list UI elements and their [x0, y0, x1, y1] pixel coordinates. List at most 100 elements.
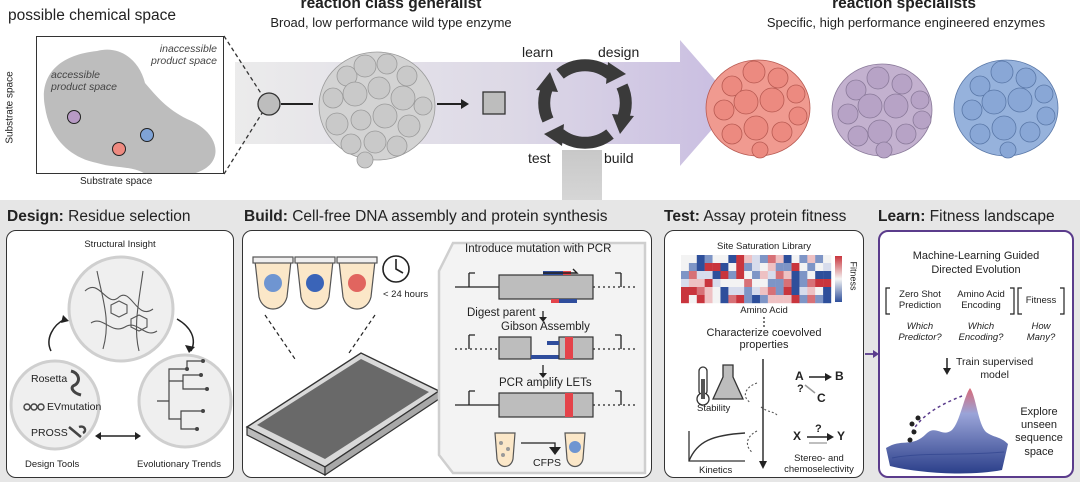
product-space-blob [43, 49, 216, 173]
heatmap-cell [736, 255, 745, 264]
heatmap-cell [752, 271, 761, 280]
heatmap-cell [744, 287, 753, 296]
specialists-subtitle: Specific, high performance engineered en… [766, 15, 1046, 30]
design-head-bold: Design: [7, 208, 64, 225]
heatmap-cell [759, 255, 769, 264]
learn-header: Learn: Fitness landscape [878, 208, 1055, 226]
heatmap-cell [728, 279, 737, 288]
zoom-lines [223, 35, 265, 175]
heatmap-cell [815, 255, 824, 264]
heatmap-cell [791, 287, 800, 296]
heatmap-cell [752, 263, 761, 272]
heatmap-cell [696, 287, 705, 296]
learn-head-bold: Learn: [878, 208, 926, 225]
specialists-title: reaction specialists [832, 0, 976, 12]
pcr-step3 [455, 334, 635, 360]
heatmap-cell [783, 295, 792, 304]
heatmap-cell [823, 295, 832, 304]
design-panel: Structural Insight [6, 230, 234, 478]
heatmap-cell [728, 295, 737, 304]
design-tools-label: Design Tools [25, 459, 80, 470]
design-header: Design: Residue selection [7, 208, 191, 226]
heatmap-cell [720, 279, 729, 288]
heatmap-cell [728, 263, 737, 272]
generalist-subtitle: Broad, low performance wild type enzyme [270, 15, 512, 30]
which-predictor-label: Which Predictor? [898, 321, 942, 343]
time-label: < 24 hours [383, 289, 429, 300]
fitness-landscape [886, 388, 1008, 474]
heatmap-cell [696, 263, 705, 272]
step5-label: CFPS [533, 457, 562, 469]
build-panel: < 24 hours Introduce mutation with PCR D… [242, 230, 652, 478]
heatmap-cell [696, 271, 705, 280]
heatmap-cell [759, 271, 769, 280]
heatmap-cell [767, 263, 776, 272]
fitness-label: Fitness [1025, 295, 1057, 306]
heatmap-cell [759, 295, 769, 304]
heatmap-cell [799, 295, 808, 304]
heatmap-cell [728, 271, 737, 280]
heatmap-cell [759, 287, 769, 296]
heatmap-cell [736, 271, 745, 280]
heatmap-cell [815, 263, 824, 272]
heatmap-cell [688, 271, 697, 280]
structural-insight-label: Structural Insight [84, 239, 156, 250]
heatmap-cell [775, 255, 784, 264]
heatmap-cell [681, 295, 690, 304]
a-label: A [795, 369, 804, 383]
test-panel: Site Saturation Library Fitness Amino Ac… [664, 230, 864, 478]
dbtl-cycle-icon [536, 59, 634, 149]
heatmap-cell [783, 263, 792, 272]
evmutation-label: EVmutation [47, 401, 102, 413]
heatmap-cell [752, 255, 761, 264]
heatmap-cell [799, 287, 808, 296]
x-label: X [793, 429, 802, 443]
heatmap-cell [744, 271, 753, 280]
heatmap-cell [720, 271, 729, 280]
heatmap-cell [807, 287, 816, 296]
heatmap-cell [696, 279, 705, 288]
heatmap-cell [720, 255, 729, 264]
heatmap-cell [704, 271, 713, 280]
design-head-rest: Residue selection [63, 208, 191, 225]
heatmap-cell [704, 295, 713, 304]
heatmap-cell [791, 295, 800, 304]
heatmap-cell [799, 263, 808, 272]
heatmap-cell [807, 263, 816, 272]
generalist-reaction [257, 51, 506, 169]
heatmap-cell [759, 279, 769, 288]
generalist-enzyme [318, 51, 436, 169]
heatmap-cell [720, 287, 729, 296]
heatmap-cell [815, 279, 824, 288]
heatmap-cell [775, 295, 784, 304]
heatmap-cell [752, 295, 761, 304]
pross-label: PROSS [31, 427, 68, 439]
accessible-label: accessible product space [51, 69, 117, 93]
heatmap-cell [744, 279, 753, 288]
heatmap-cell [783, 255, 792, 264]
build-head-bold: Build: [244, 208, 288, 225]
stability-label: Stability [697, 403, 731, 414]
aa-encoding-label: Amino Acid Encoding [957, 289, 1005, 311]
chem-space-title: possible chemical space [8, 7, 177, 24]
heatmap-cell [744, 295, 753, 304]
heatmap-cell [712, 255, 721, 264]
heatmap-cell [712, 279, 721, 288]
coevolved-label: Characterize coevolved properties [706, 327, 822, 351]
heatmap-cell [728, 255, 737, 264]
zero-shot-label: Zero Shot Prediction [898, 289, 942, 311]
test-head-rest: Assay protein fitness [699, 208, 847, 225]
heatmap-cell [799, 255, 808, 264]
substrate-y-label: Substrate space [4, 71, 16, 144]
build-header: Build: Cell-free DNA assembly and protei… [244, 208, 608, 226]
heatmap-cell [791, 271, 800, 280]
rosetta-label: Rosetta [31, 373, 68, 385]
heatmap-cell [783, 279, 792, 288]
heatmap-cell [823, 263, 832, 272]
heatmap-cell [815, 271, 824, 280]
heatmap-cell [736, 263, 745, 272]
heatmap-cell [728, 287, 737, 296]
step4-label: PCR amplify LETs [499, 377, 592, 389]
heatmap-cell [688, 295, 697, 304]
kinetics-label: Kinetics [699, 465, 733, 476]
